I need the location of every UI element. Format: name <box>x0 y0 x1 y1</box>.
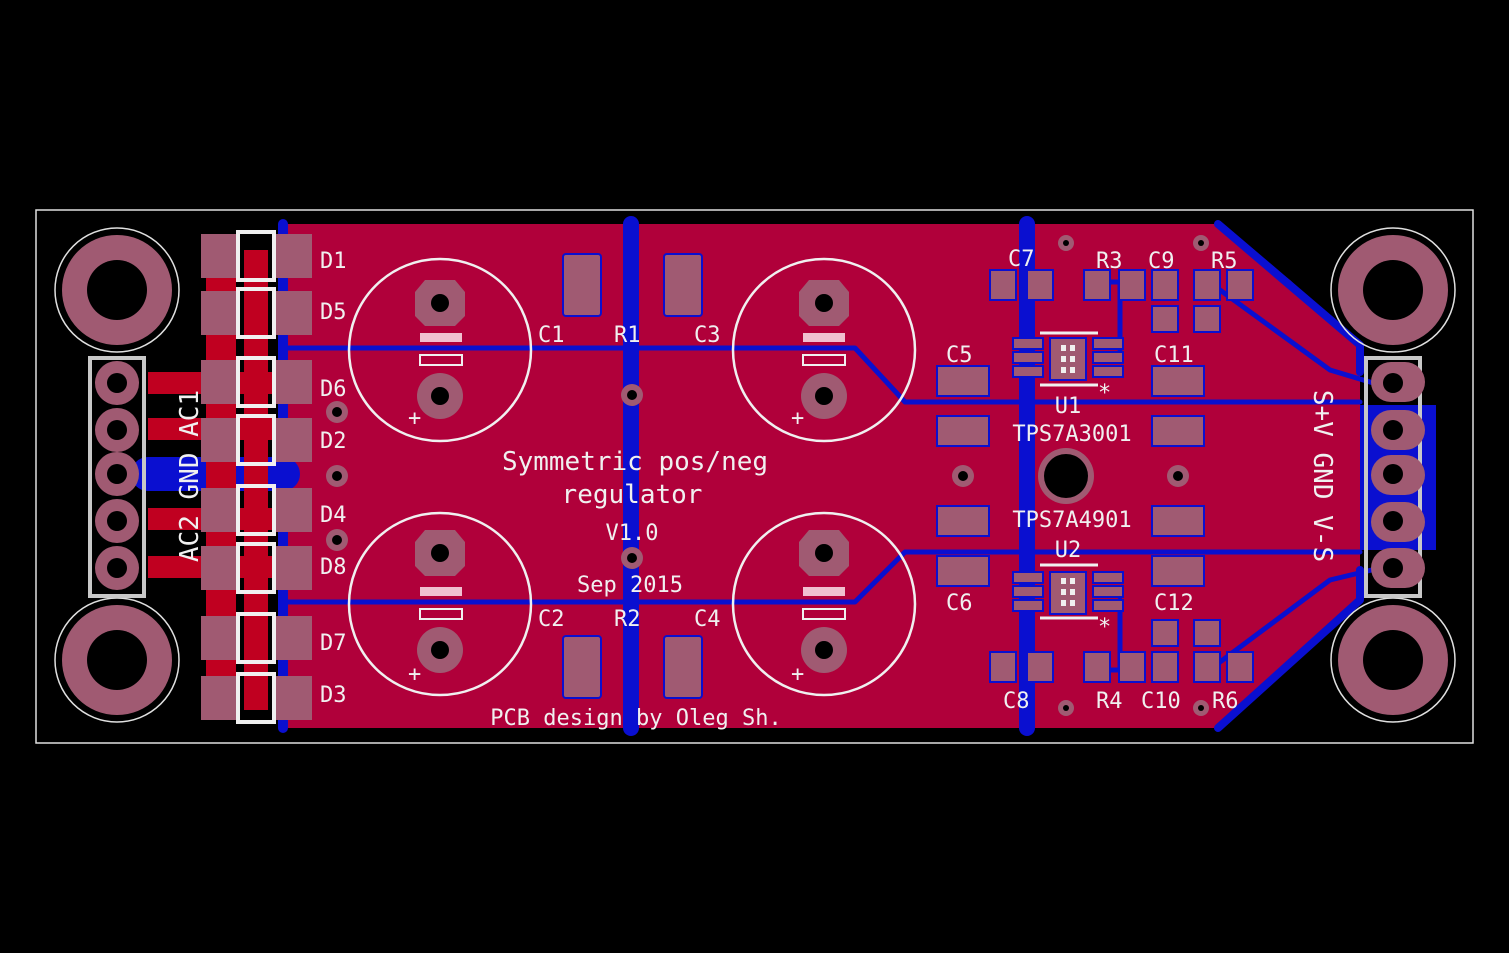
label-u2-part: TPS7A4901 <box>1012 508 1131 533</box>
label-u2: U2 <box>1055 538 1082 563</box>
label-c7: C7 <box>1008 247 1035 272</box>
title-line-2: regulator <box>562 480 703 510</box>
regulator-u1 <box>1012 331 1124 387</box>
plus-mark-c1: + <box>408 406 421 431</box>
label-d4: D4 <box>320 503 347 528</box>
label-r4: R4 <box>1096 689 1123 714</box>
title-line-1: Symmetric pos/neg <box>502 447 768 477</box>
label-d6: D6 <box>320 377 347 402</box>
label-d8: D8 <box>320 555 347 580</box>
vias <box>326 235 1209 716</box>
mounting-holes <box>54 227 1456 723</box>
label-u1-part: TPS7A3001 <box>1012 422 1131 447</box>
label-r5: R5 <box>1211 249 1238 274</box>
label-c10: C10 <box>1141 689 1181 714</box>
label-c9: C9 <box>1148 249 1175 274</box>
plus-mark-c3: + <box>791 406 804 431</box>
label-c2: C2 <box>538 607 565 632</box>
date-label: Sep 2015 <box>577 573 683 598</box>
label-r6: R6 <box>1212 689 1239 714</box>
smd-pads <box>562 253 1254 699</box>
regulator-u2 <box>1012 563 1124 620</box>
input-connector-label: AC2 GND AC1 <box>175 390 205 562</box>
input-connector <box>88 356 146 598</box>
label-c4: C4 <box>694 607 721 632</box>
mounting-hole-bottom-left <box>54 597 180 723</box>
label-r3: R3 <box>1096 249 1123 274</box>
plus-mark-c4: + <box>791 662 804 687</box>
diodes <box>201 230 312 724</box>
label-r1: R1 <box>614 323 641 348</box>
label-d5: D5 <box>320 300 347 325</box>
output-connector-label: S+V GND V-S <box>1307 390 1337 562</box>
pin1-mark-u2: * <box>1098 615 1111 640</box>
label-c12: C12 <box>1154 591 1194 616</box>
pin1-mark-u1: * <box>1098 381 1111 406</box>
label-d2: D2 <box>320 429 347 454</box>
label-c3: C3 <box>694 323 721 348</box>
mounting-hole-top-right <box>1330 227 1456 353</box>
mounting-hole-bottom-right <box>1330 597 1456 723</box>
label-r2: R2 <box>614 607 641 632</box>
board-outline <box>35 209 1474 744</box>
credit-label: PCB design by Oleg Sh. <box>490 706 781 731</box>
mounting-hole-top-left <box>54 227 180 353</box>
silkscreen-text: Symmetric pos/neg regulator V1.0 Sep 201… <box>175 247 1337 731</box>
label-c5: C5 <box>946 343 973 368</box>
label-c8: C8 <box>1003 689 1030 714</box>
version-label: V1.0 <box>606 521 659 546</box>
label-c1: C1 <box>538 323 565 348</box>
label-c6: C6 <box>946 591 973 616</box>
plus-mark-c2: + <box>408 662 421 687</box>
label-d3: D3 <box>320 683 347 708</box>
electrolytic-capacitors <box>347 257 917 697</box>
label-c11: C11 <box>1154 343 1194 368</box>
label-u1: U1 <box>1055 394 1082 419</box>
label-d7: D7 <box>320 631 347 656</box>
output-connector <box>1364 356 1425 598</box>
label-d1: D1 <box>320 249 347 274</box>
